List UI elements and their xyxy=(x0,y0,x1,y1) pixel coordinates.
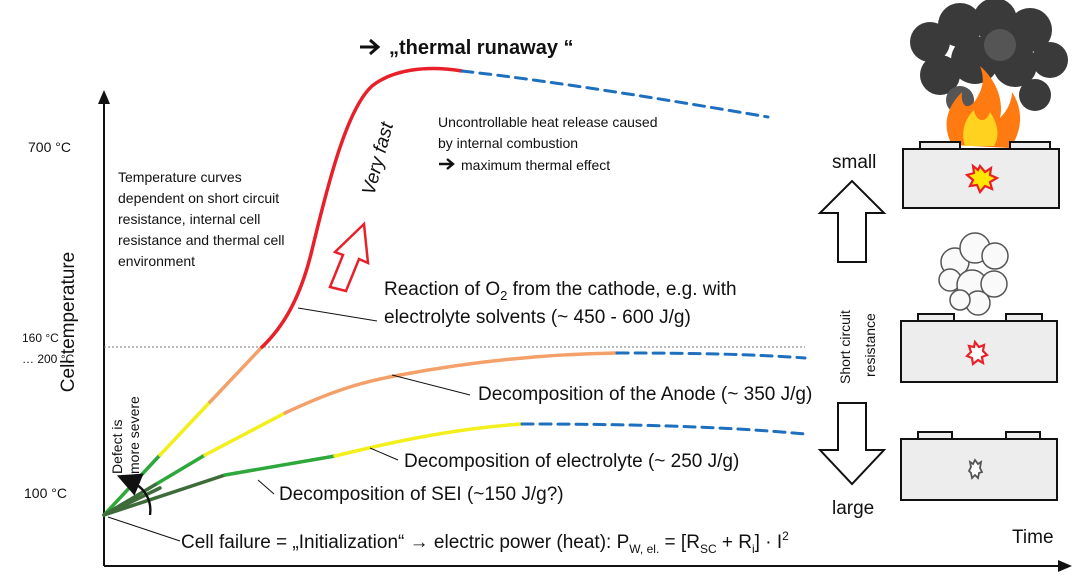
orange-curve-green-seg xyxy=(158,455,205,483)
very-fast-label: Very fast xyxy=(359,119,399,197)
defect-label-line2: more severe xyxy=(126,396,142,474)
formula-sup: 2 xyxy=(782,529,789,543)
anode-leader-line xyxy=(392,375,470,395)
x-axis-arrowhead xyxy=(1058,560,1072,572)
white-smoke-icon xyxy=(939,233,1008,315)
uncontrol-note-line2: by internal combustion xyxy=(438,135,578,151)
red-curve-yellow-seg xyxy=(160,402,210,455)
title-arrow-icon xyxy=(360,40,378,54)
o2-reaction-line2: electrolyte solvents (~ 450 - 600 J/g) xyxy=(384,307,691,328)
formula-c: = [R xyxy=(659,532,700,553)
o2-reaction-a: Reaction of O xyxy=(384,279,500,300)
formula-arrow: → xyxy=(410,532,429,553)
o2-reaction-line1: Reaction of O2 from the cathode, e.g. wi… xyxy=(384,279,737,303)
defect-label-line1: Defect is xyxy=(109,420,125,474)
curves-note-line4: resistance and thermal cell xyxy=(118,232,285,248)
curves-note-line3: resistance, internal cell xyxy=(118,211,260,227)
electrolyte-label: Decomposition of electrolyte (~ 250 J/g) xyxy=(404,451,739,472)
temp-160-label: 160 °C xyxy=(22,331,59,345)
sei-curve-seg xyxy=(104,488,160,515)
yellow-curve-dashed-seg xyxy=(522,424,805,434)
formula-sub2: SC xyxy=(700,542,717,556)
very-fast-arrow-icon xyxy=(330,224,368,291)
resistance-label-line2: resistance xyxy=(862,313,878,377)
curves-note-line5: environment xyxy=(118,253,195,269)
sei-leader-line xyxy=(258,480,274,494)
y-axis-label: Cell temperature xyxy=(58,252,79,392)
orange-curve-yellow-seg xyxy=(205,413,285,455)
up-arrow-icon xyxy=(820,181,884,262)
o2-leader-line xyxy=(298,308,377,321)
failure-formula: Cell failure = „Initialization“ → electr… xyxy=(181,529,789,556)
temp-200-label: … 200 °C xyxy=(22,352,74,366)
resistance-label-line1: Short circuit xyxy=(837,310,853,384)
down-arrow-icon xyxy=(820,403,884,484)
sei-label: Decomposition of SEI (~150 J/g?) xyxy=(279,484,564,505)
uncontrol-arrow-icon xyxy=(439,159,453,169)
formula-e: ] · I xyxy=(755,532,782,553)
uncontrol-note-line1: Uncontrollable heat release caused xyxy=(438,114,657,130)
sei-curve xyxy=(104,488,160,515)
y-axis-arrowhead xyxy=(98,90,110,104)
temp-700-label: 700 °C xyxy=(28,139,71,155)
electrolyte-leader-line xyxy=(370,448,398,460)
small-resistance-label: small xyxy=(832,152,876,173)
o2-reaction-b: from the cathode, e.g. with xyxy=(507,279,736,300)
anode-label: Decomposition of the Anode (~ 350 J/g) xyxy=(478,384,812,405)
thermal-runaway-title: „thermal runaway “ xyxy=(389,37,574,59)
red-curve-red-seg xyxy=(262,69,462,347)
red-curve-orange-seg xyxy=(210,347,262,402)
cell-bottom xyxy=(901,432,1057,500)
temp-100-label: 100 °C xyxy=(24,485,67,501)
formula-sub1: W, el. xyxy=(629,542,659,556)
curves-note-line2: dependent on short circuit xyxy=(118,190,279,206)
curves-note-line1: Temperature curves xyxy=(118,169,242,185)
red-curve-dashed-seg xyxy=(462,71,768,117)
formula-a: Cell failure = „Initialization“ xyxy=(181,532,410,553)
cell-middle xyxy=(901,314,1057,382)
uncontrol-note-line3: maximum thermal effect xyxy=(461,157,610,173)
failure-leader-line xyxy=(108,517,180,541)
large-resistance-label: large xyxy=(832,498,874,519)
cell-top xyxy=(903,142,1059,208)
orange-curve-dashed-seg xyxy=(617,353,805,358)
formula-d: + R xyxy=(717,532,752,553)
formula-b: electric power (heat): P xyxy=(429,532,630,553)
o2-reaction-sub: 2 xyxy=(500,288,507,303)
x-axis-label: Time xyxy=(1012,527,1054,548)
yellow-curve-green-seg xyxy=(225,456,335,475)
